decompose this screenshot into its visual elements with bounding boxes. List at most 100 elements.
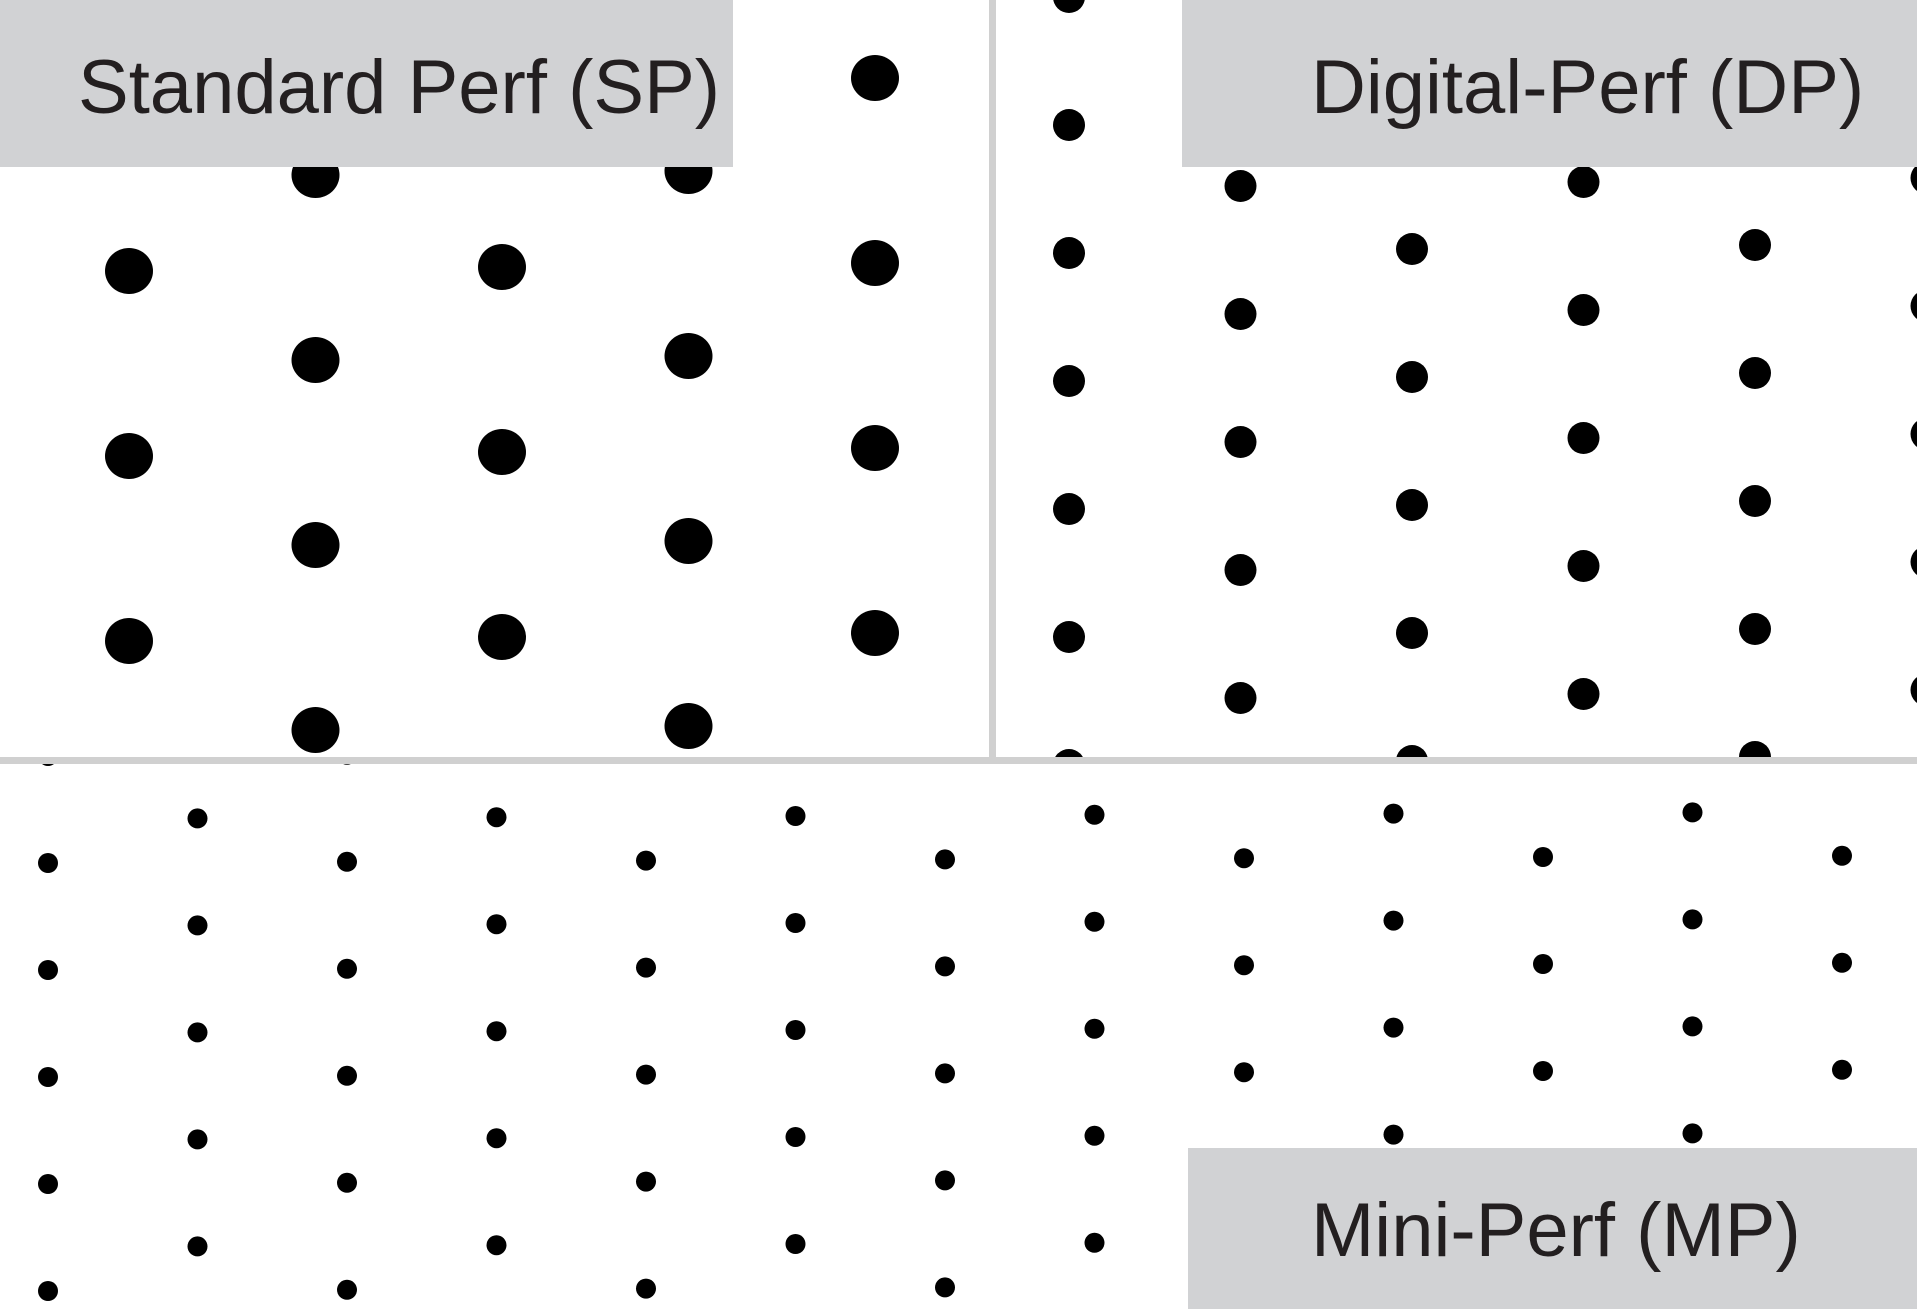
digital-perf-hole <box>1910 549 1917 575</box>
mini-perf-label-box <box>1188 1148 1917 1309</box>
standard-perf-hole <box>664 333 713 379</box>
mini-perf-hole <box>337 958 357 979</box>
mini-perf-hole <box>1084 1232 1105 1253</box>
mini-perf-hole <box>1234 1062 1254 1083</box>
mini-perf-hole <box>1682 1016 1703 1037</box>
horizontal-divider <box>0 757 1917 764</box>
digital-perf-hole <box>1396 233 1428 265</box>
vertical-divider <box>989 0 996 760</box>
mini-perf-hole <box>1383 1124 1404 1145</box>
digital-perf-hole <box>1567 678 1600 710</box>
mini-perf-hole <box>1084 911 1105 932</box>
standard-perf-hole <box>291 707 340 753</box>
mini-perf-hole <box>187 1129 208 1150</box>
mini-perf-hole <box>337 851 357 872</box>
mini-perf-hole <box>636 1278 656 1299</box>
mini-perf-hole <box>1383 803 1404 824</box>
digital-perf-hole <box>1053 493 1085 525</box>
mini-perf-hole <box>1084 1125 1105 1146</box>
digital-perf-hole <box>1053 237 1085 269</box>
standard-perf-hole <box>851 425 899 471</box>
digital-perf-hole <box>1053 621 1085 653</box>
mini-perf-hole <box>337 1065 357 1086</box>
mini-perf-hole <box>486 1021 507 1042</box>
standard-perf-label-text: Standard Perf (SP) <box>78 45 720 130</box>
digital-perf-label-box <box>1182 0 1917 167</box>
digital-perf-hole <box>1053 365 1085 397</box>
digital-perf-hole <box>1567 166 1600 198</box>
digital-perf-hole <box>1224 298 1257 330</box>
mini-perf-hole <box>636 1064 656 1085</box>
digital-perf-hole <box>1396 745 1428 757</box>
standard-perf-hole <box>851 610 899 656</box>
standard-perf-hole <box>478 244 526 290</box>
digital-perf-hole <box>1053 0 1085 13</box>
mini-perf-hole <box>1084 1018 1105 1039</box>
mini-perf-hole <box>636 957 656 978</box>
digital-perf-hole <box>1055 749 1083 757</box>
mini-perf-hole <box>337 1172 357 1193</box>
mini-perf-hole <box>935 1063 955 1084</box>
digital-perf-hole <box>1739 229 1771 261</box>
digital-perf-hole <box>1910 677 1917 703</box>
standard-perf-hole <box>105 248 153 294</box>
mini-perf-hole <box>785 806 806 826</box>
mini-perf-hole <box>187 1236 208 1257</box>
mini-perf-hole <box>1682 909 1703 930</box>
digital-perf-hole <box>1739 613 1771 645</box>
digital-perf-hole <box>1567 422 1600 454</box>
mini-perf-hole <box>486 1235 507 1256</box>
mini-perf-hole <box>486 914 507 935</box>
digital-perf-hole <box>1224 170 1257 202</box>
mini-perf-hole <box>1234 955 1254 976</box>
mini-perf-hole <box>1832 845 1852 866</box>
mini-perf-hole <box>935 1277 955 1298</box>
mini-perf-hole <box>1084 804 1105 825</box>
digital-perf-hole <box>1739 485 1771 517</box>
standard-perf-hole <box>664 518 713 564</box>
digital-perf-hole <box>1396 489 1428 521</box>
mini-perf-hole <box>785 913 806 933</box>
mini-perf-label-text: Mini-Perf (MP) <box>1311 1188 1801 1273</box>
mini-perf-hole <box>1832 952 1852 973</box>
mini-perf-hole <box>1533 847 1553 867</box>
digital-perf-hole <box>1910 293 1917 319</box>
mini-perf-hole <box>187 808 208 829</box>
standard-perf-hole <box>291 522 340 568</box>
mini-perf-hole <box>785 1020 806 1040</box>
digital-perf-hole <box>1224 554 1257 586</box>
mini-perf-hole <box>1383 910 1404 931</box>
digital-perf-hole <box>1567 294 1600 326</box>
digital-perf-hole <box>1739 741 1771 757</box>
digital-perf-hole <box>1224 426 1257 458</box>
mini-perf-hole <box>486 1128 507 1149</box>
mini-perf-hole <box>1383 1017 1404 1038</box>
mini-perf-hole <box>38 1174 58 1194</box>
digital-perf-hole <box>1396 361 1428 393</box>
mini-perf-hole <box>38 960 58 980</box>
mini-perf-hole <box>38 1281 58 1301</box>
digital-perf-hole <box>1053 109 1085 141</box>
mini-perf-hole <box>343 764 351 765</box>
digital-perf-label: Digital-Perf (DP) <box>1182 0 1917 167</box>
mini-perf-hole <box>636 1171 656 1192</box>
mini-perf-hole <box>486 807 507 828</box>
mini-perf-hole <box>1682 1123 1703 1144</box>
mini-perf-hole <box>38 853 58 873</box>
digital-perf-hole <box>1910 165 1917 191</box>
standard-perf-hole <box>851 55 899 101</box>
standard-perf-hole <box>664 703 713 749</box>
mini-perf-hole <box>785 1234 806 1254</box>
mini-perf-hole <box>935 849 955 870</box>
standard-perf-hole <box>478 429 526 475</box>
mini-perf-hole <box>42 764 54 766</box>
digital-perf-label-text: Digital-Perf (DP) <box>1311 45 1864 130</box>
mini-perf-hole <box>1832 1059 1852 1080</box>
mini-perf-label: Mini-Perf (MP) <box>1188 1148 1917 1309</box>
digital-perf-hole <box>1739 357 1771 389</box>
standard-perf-hole <box>291 337 340 383</box>
standard-perf-hole <box>105 433 153 479</box>
mini-perf-hole <box>187 1022 208 1043</box>
mini-perf-hole <box>337 1279 357 1300</box>
